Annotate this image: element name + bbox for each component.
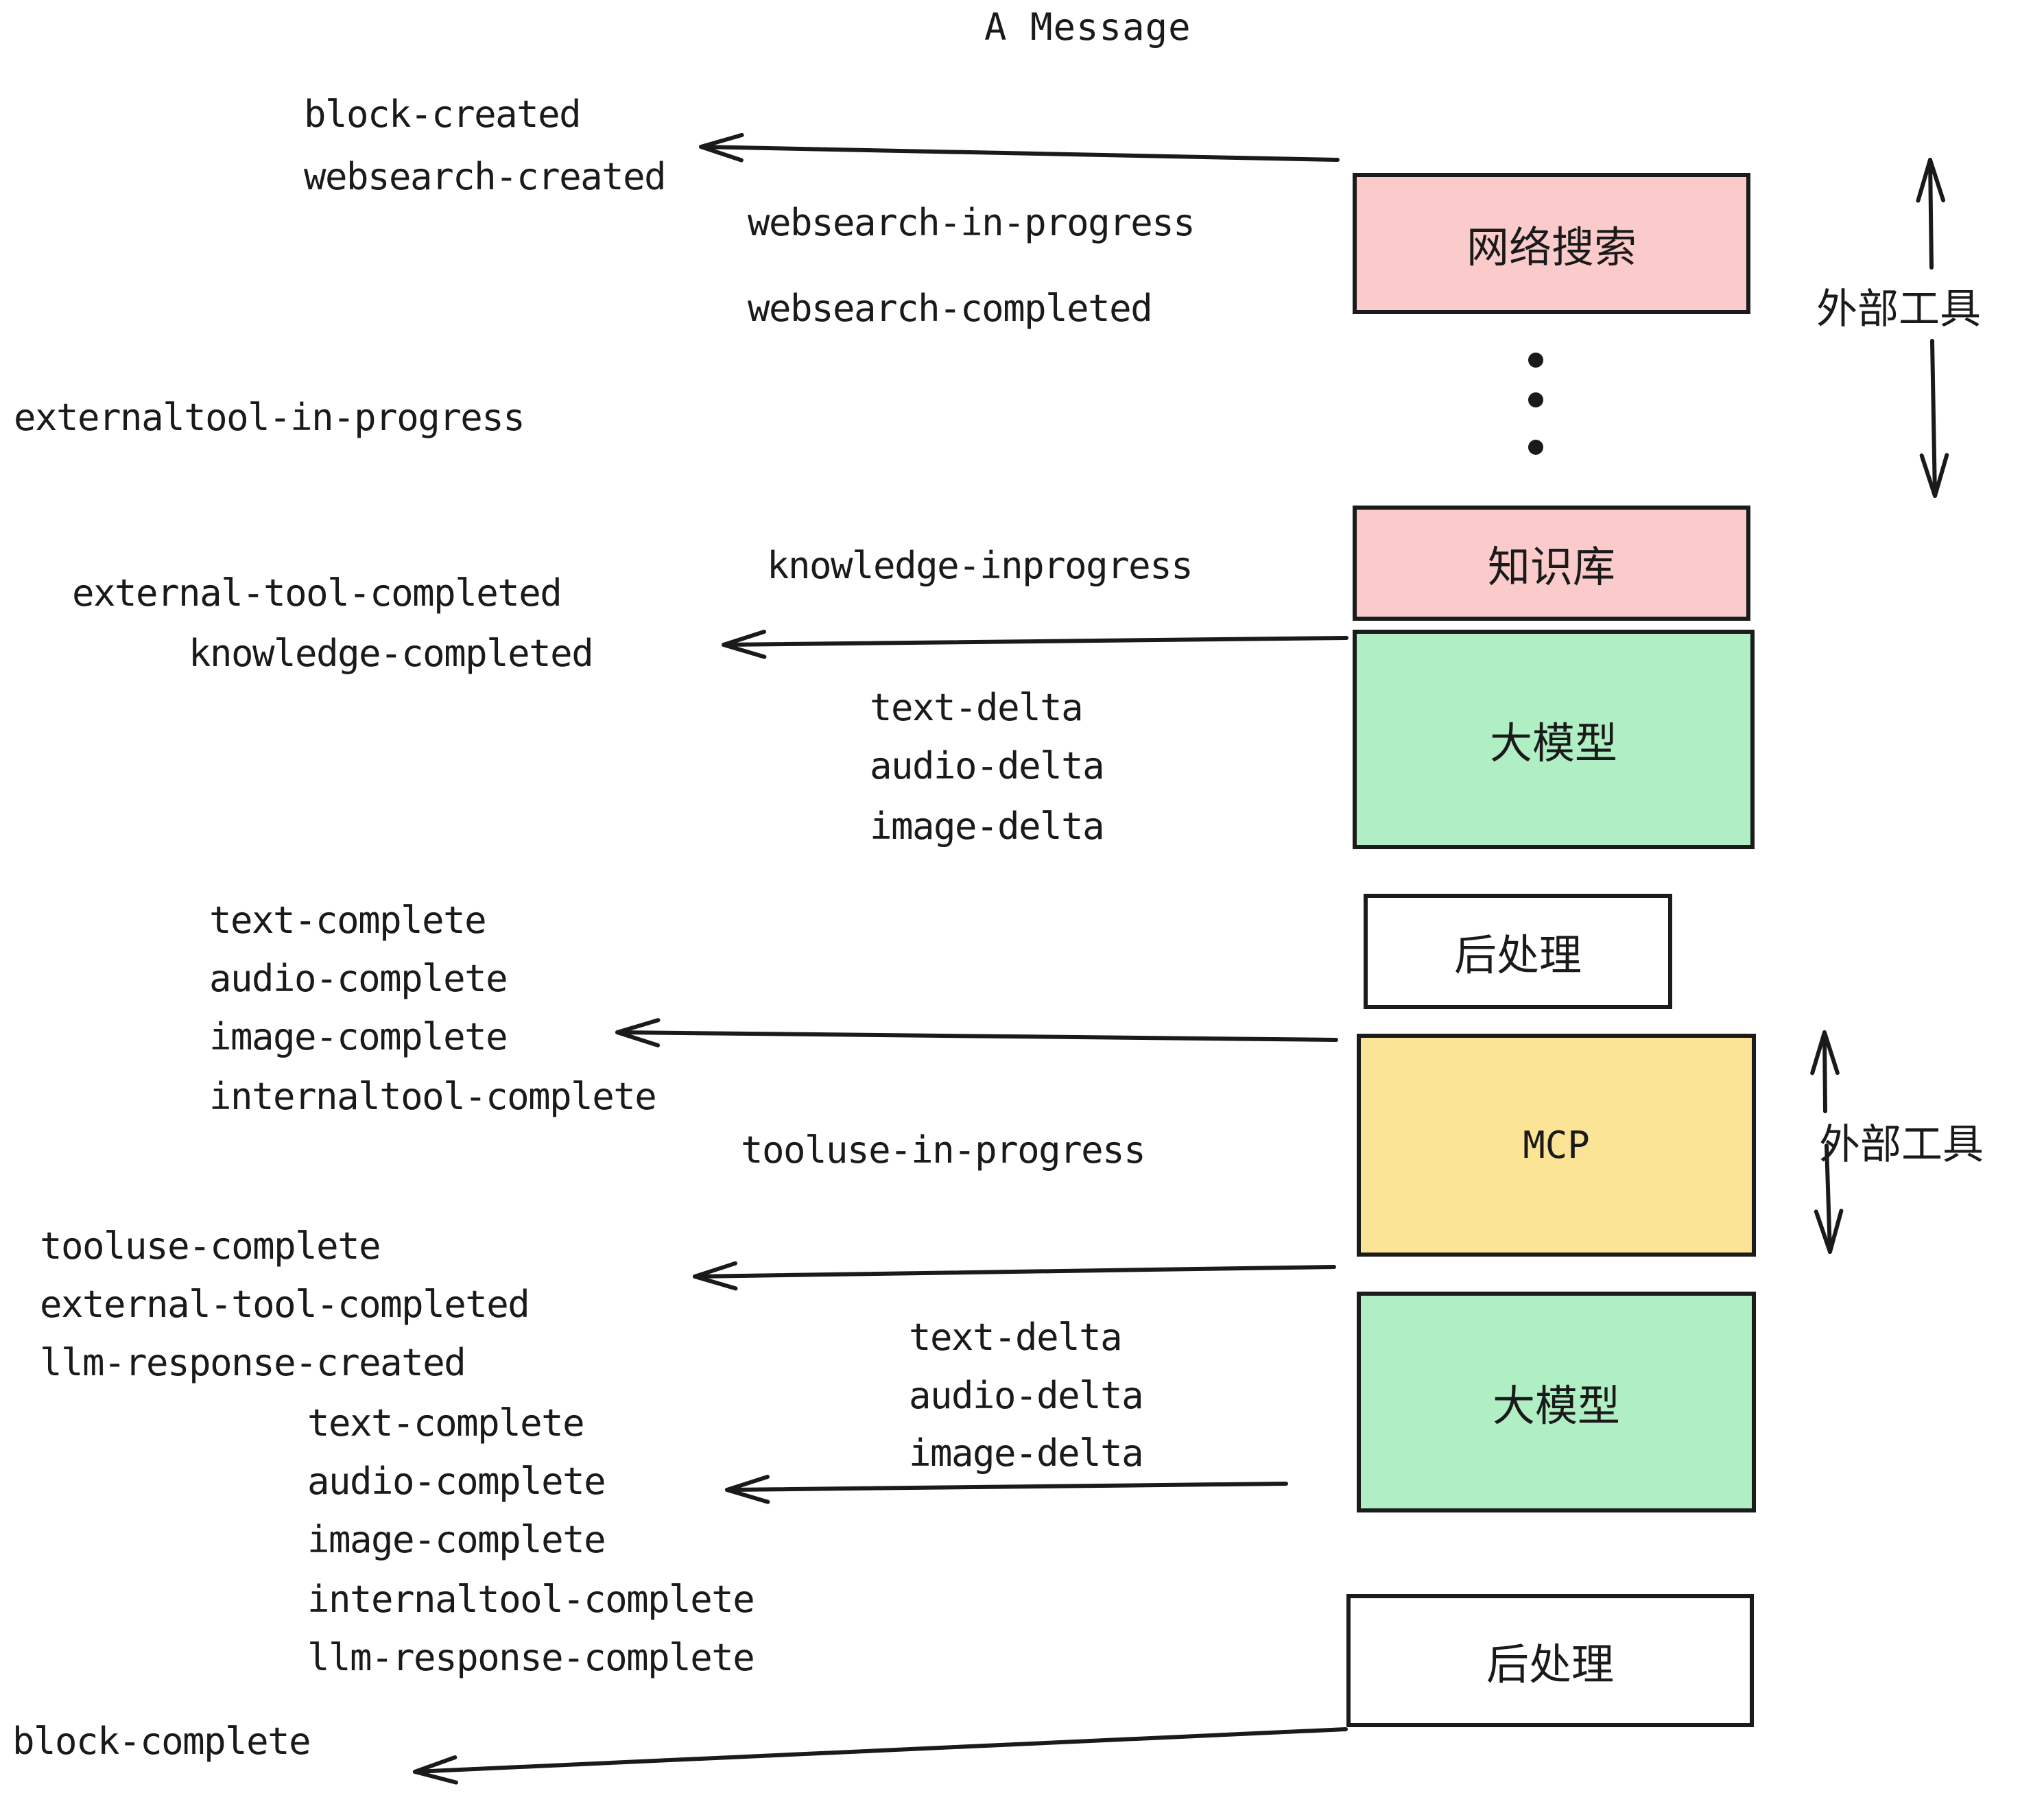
node-box-label: 网络搜索 xyxy=(1466,222,1637,272)
arrowhead-icon xyxy=(1814,1209,1844,1254)
node-box-label: 大模型 xyxy=(1492,1381,1620,1431)
arrowhead-icon xyxy=(1810,1030,1840,1076)
event-label-websearch-completed: websearch-completed xyxy=(748,287,1153,330)
arrowhead-icon xyxy=(413,1755,459,1785)
event-label-text-complete-1: text-complete xyxy=(209,899,487,942)
event-label-websearch-created: websearch-created xyxy=(304,155,667,198)
event-label-external-tool-completed-1: external-tool-completed xyxy=(72,571,562,615)
node-box-label: 大模型 xyxy=(1489,718,1617,768)
node-box-label: 后处理 xyxy=(1453,930,1582,980)
event-label-audio-complete-1: audio-complete xyxy=(209,957,508,1000)
node-box-label: 后处理 xyxy=(1486,1639,1614,1689)
page-title: A Message xyxy=(984,5,1191,49)
side-label-external-tool-top: 外部工具 xyxy=(1816,285,1981,333)
arrow-arrow-image-complete xyxy=(615,1018,1338,1047)
ellipsis-dot-2-icon xyxy=(1528,392,1543,407)
node-box-knowledge: 知识库 xyxy=(1353,506,1750,621)
node-box-llm-2: 大模型 xyxy=(1357,1292,1756,1512)
side-label-external-tool-bottom: 外部工具 xyxy=(1819,1121,1984,1169)
arrow-arrow-knowledge-completed xyxy=(722,630,1348,659)
arrowhead-icon xyxy=(615,1018,661,1047)
event-label-audio-complete-2: audio-complete xyxy=(307,1460,606,1503)
event-label-image-complete-2: image-complete xyxy=(307,1518,606,1561)
arrow-arrow-tooluse-complete xyxy=(693,1261,1336,1291)
arrow-arrow-block-created xyxy=(699,132,1340,163)
event-label-text-delta-1: text-delta xyxy=(870,686,1084,729)
arrow-arrow-mcp-up xyxy=(1810,1030,1840,1113)
arrow-arrow-block-complete xyxy=(413,1727,1348,1785)
node-box-websearch: 网络搜索 xyxy=(1353,173,1750,314)
node-box-label: 知识库 xyxy=(1487,542,1615,592)
event-label-block-created: block-created xyxy=(304,93,582,136)
node-box-mcp: MCP xyxy=(1357,1034,1756,1257)
node-box-label: MCP xyxy=(1523,1124,1590,1167)
event-label-audio-delta-2: audio-delta xyxy=(909,1374,1144,1417)
event-label-llm-response-complete: llm-response-complete xyxy=(307,1636,755,1679)
event-label-llm-response-created: llm-response-created xyxy=(40,1341,466,1384)
arrowhead-icon xyxy=(693,1261,738,1291)
event-label-websearch-in-progress: websearch-in-progress xyxy=(748,201,1196,244)
arrowhead-icon xyxy=(722,630,767,659)
arrow-arrow-external-tool-up xyxy=(1916,158,1946,270)
event-label-text-delta-2: text-delta xyxy=(909,1316,1123,1359)
arrowhead-icon xyxy=(725,1475,770,1504)
event-label-internaltool-complete-1: internaltool-complete xyxy=(209,1075,657,1118)
ellipsis-dot-1-icon xyxy=(1528,353,1543,368)
event-label-text-complete-2: text-complete xyxy=(307,1401,585,1445)
arrow-arrow-external-tool-down xyxy=(1919,339,1949,498)
event-label-audio-delta-1: audio-delta xyxy=(870,744,1105,787)
event-label-image-complete-1: image-complete xyxy=(209,1015,508,1058)
event-label-internaltool-complete-2: internaltool-complete xyxy=(307,1578,755,1621)
event-label-knowledge-inprogress: knowledge-inprogress xyxy=(767,544,1193,587)
event-label-external-tool-completed-2: external-tool-completed xyxy=(40,1283,530,1326)
arrowhead-icon xyxy=(699,132,744,163)
node-box-llm-1: 大模型 xyxy=(1353,630,1755,849)
event-label-block-complete: block-complete xyxy=(12,1720,311,1763)
arrowhead-icon xyxy=(1919,453,1949,498)
event-label-tooluse-complete: tooluse-complete xyxy=(40,1224,381,1268)
event-label-knowledge-completed: knowledge-completed xyxy=(189,632,594,675)
node-box-postprocess-1: 后处理 xyxy=(1364,894,1672,1009)
ellipsis-dot-3-icon xyxy=(1528,440,1543,455)
node-box-postprocess-2: 后处理 xyxy=(1346,1594,1754,1727)
arrow-arrow-audio-complete-2 xyxy=(725,1475,1288,1504)
event-label-image-delta-2: image-delta xyxy=(909,1432,1144,1475)
event-label-externaltool-in-progress: externaltool-in-progress xyxy=(14,396,525,439)
event-label-image-delta-1: image-delta xyxy=(870,805,1105,848)
event-label-tooluse-in-progress: tooluse-in-progress xyxy=(741,1128,1146,1172)
arrowhead-icon xyxy=(1916,158,1946,203)
